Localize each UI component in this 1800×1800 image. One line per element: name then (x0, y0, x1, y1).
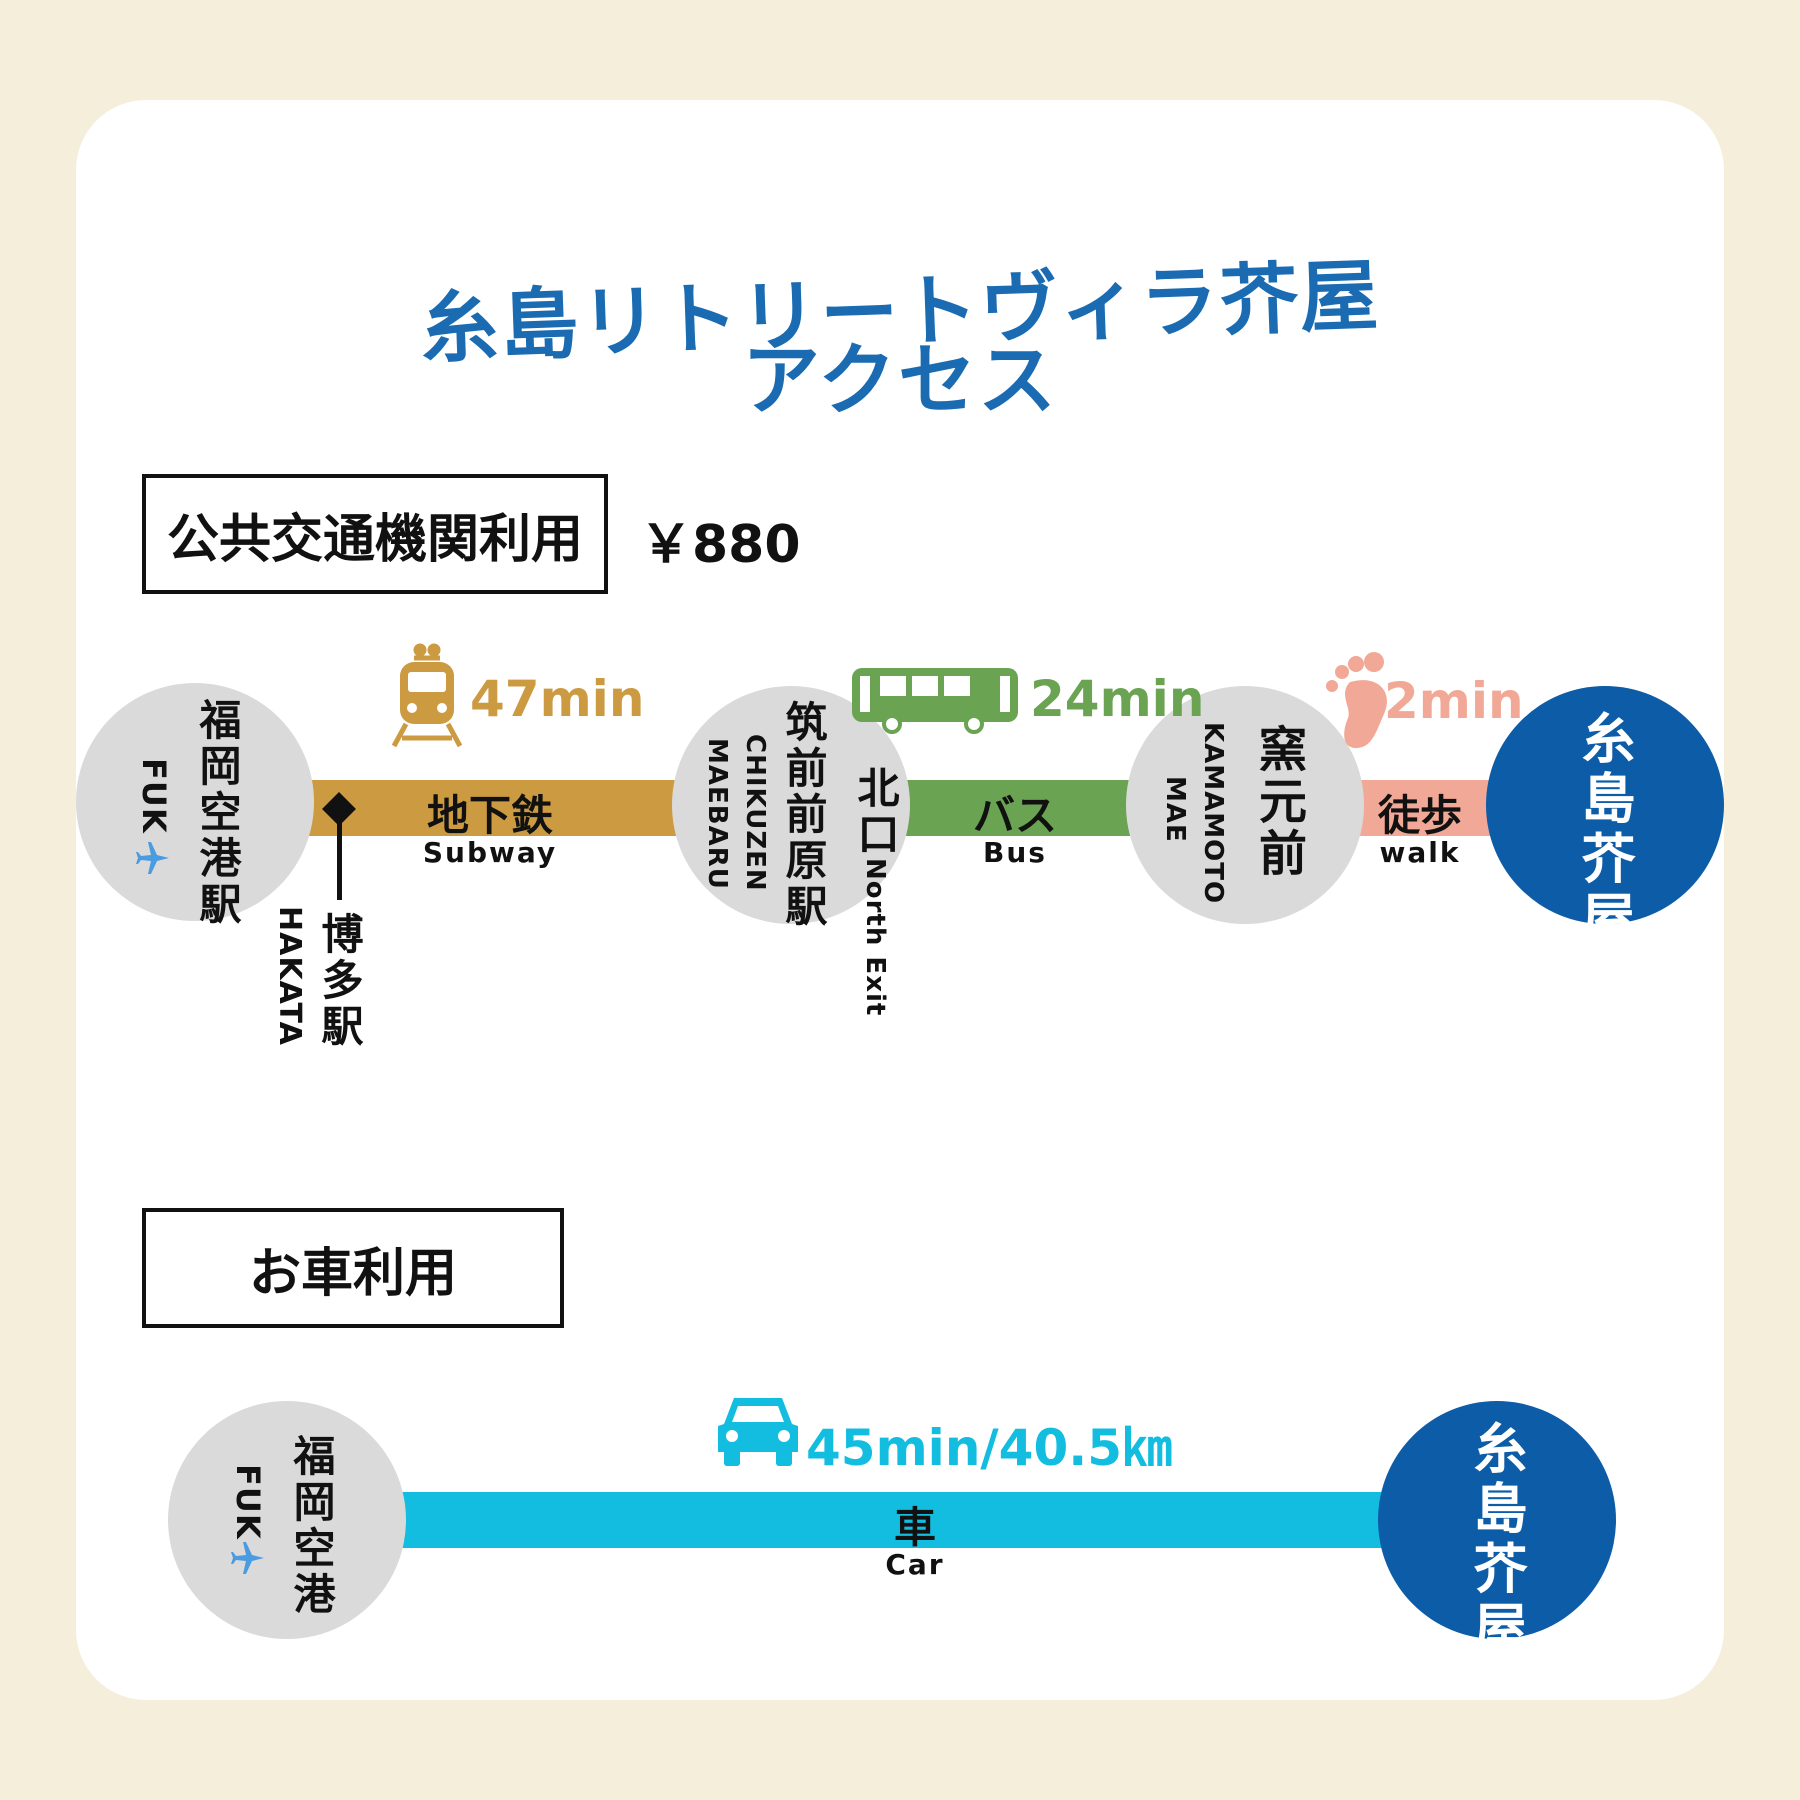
walk-duration: 2min (1384, 672, 1524, 730)
car-label: お車利用 (142, 1208, 564, 1328)
station-airport-jp: 福岡空港駅 (193, 698, 242, 928)
subway-band (300, 780, 710, 836)
car-origin-jp: 福岡空港 (287, 1434, 336, 1618)
hakata-branch-line (337, 820, 342, 900)
car-icon (718, 1398, 798, 1466)
station-chikuzen-maebaru (672, 686, 910, 924)
page-subtitle: アクセス (741, 336, 1059, 426)
mode-bus-jp: バス (972, 791, 1057, 840)
mode-walk-jp: 徒歩 (1377, 791, 1462, 840)
station-chikuzen-en-2: MAEBARU (702, 738, 732, 890)
station-kamamoto-en-2: MAE (1160, 776, 1190, 843)
station-hakata-en: HAKATA (272, 906, 307, 1046)
airplane-icon (136, 842, 169, 874)
station-chikuzen-jp: 筑前前原駅 (779, 700, 828, 930)
north-exit-jp: 北口 (851, 766, 900, 858)
mode-walk-en: walk (1379, 836, 1461, 869)
station-kamamoto-en-1: KAMAMOTO (1198, 722, 1228, 905)
bus-icon (852, 668, 1018, 734)
train-icon (391, 643, 463, 748)
north-exit-en: North Exit (860, 858, 890, 1017)
mode-subway-jp: 地下鉄 (426, 791, 553, 840)
car-origin-fukuoka-airport (168, 1401, 406, 1639)
station-airport-en: FUK (135, 758, 173, 834)
station-kamamoto-jp: 窯元前 (1250, 724, 1306, 880)
station-kamamoto-mae (1126, 686, 1364, 924)
car-duration: 45min/40.5㎞ (806, 1419, 1173, 1477)
mode-bus-en: Bus (983, 836, 1047, 869)
bus-duration: 24min (1030, 670, 1205, 728)
station-fukuoka-airport (76, 683, 314, 921)
car-destination-jp: 糸島芥屋 (1464, 1420, 1527, 1660)
subway-duration: 47min (470, 670, 645, 728)
destination-itoshima-keya (1486, 686, 1724, 924)
station-hakata-jp: 博多駅 (315, 912, 364, 1050)
car-destination-itoshima-keya (1378, 1401, 1616, 1639)
public-transport-label: 公共交通機関利用 (142, 474, 608, 594)
mode-car-en: Car (885, 1548, 945, 1581)
car-origin-en: FUK (229, 1464, 267, 1540)
bus-band (880, 780, 1150, 836)
car-band (392, 1492, 1402, 1548)
destination-jp: 糸島芥屋 (1572, 710, 1635, 950)
fare-value: ￥880 (640, 515, 801, 575)
mode-car-jp: 車 (893, 1503, 936, 1552)
airplane-icon (231, 1542, 264, 1574)
mode-subway-en: Subway (422, 836, 558, 869)
footprint-icon (1326, 652, 1387, 748)
station-chikuzen-en-1: CHIKUZEN (740, 734, 770, 892)
